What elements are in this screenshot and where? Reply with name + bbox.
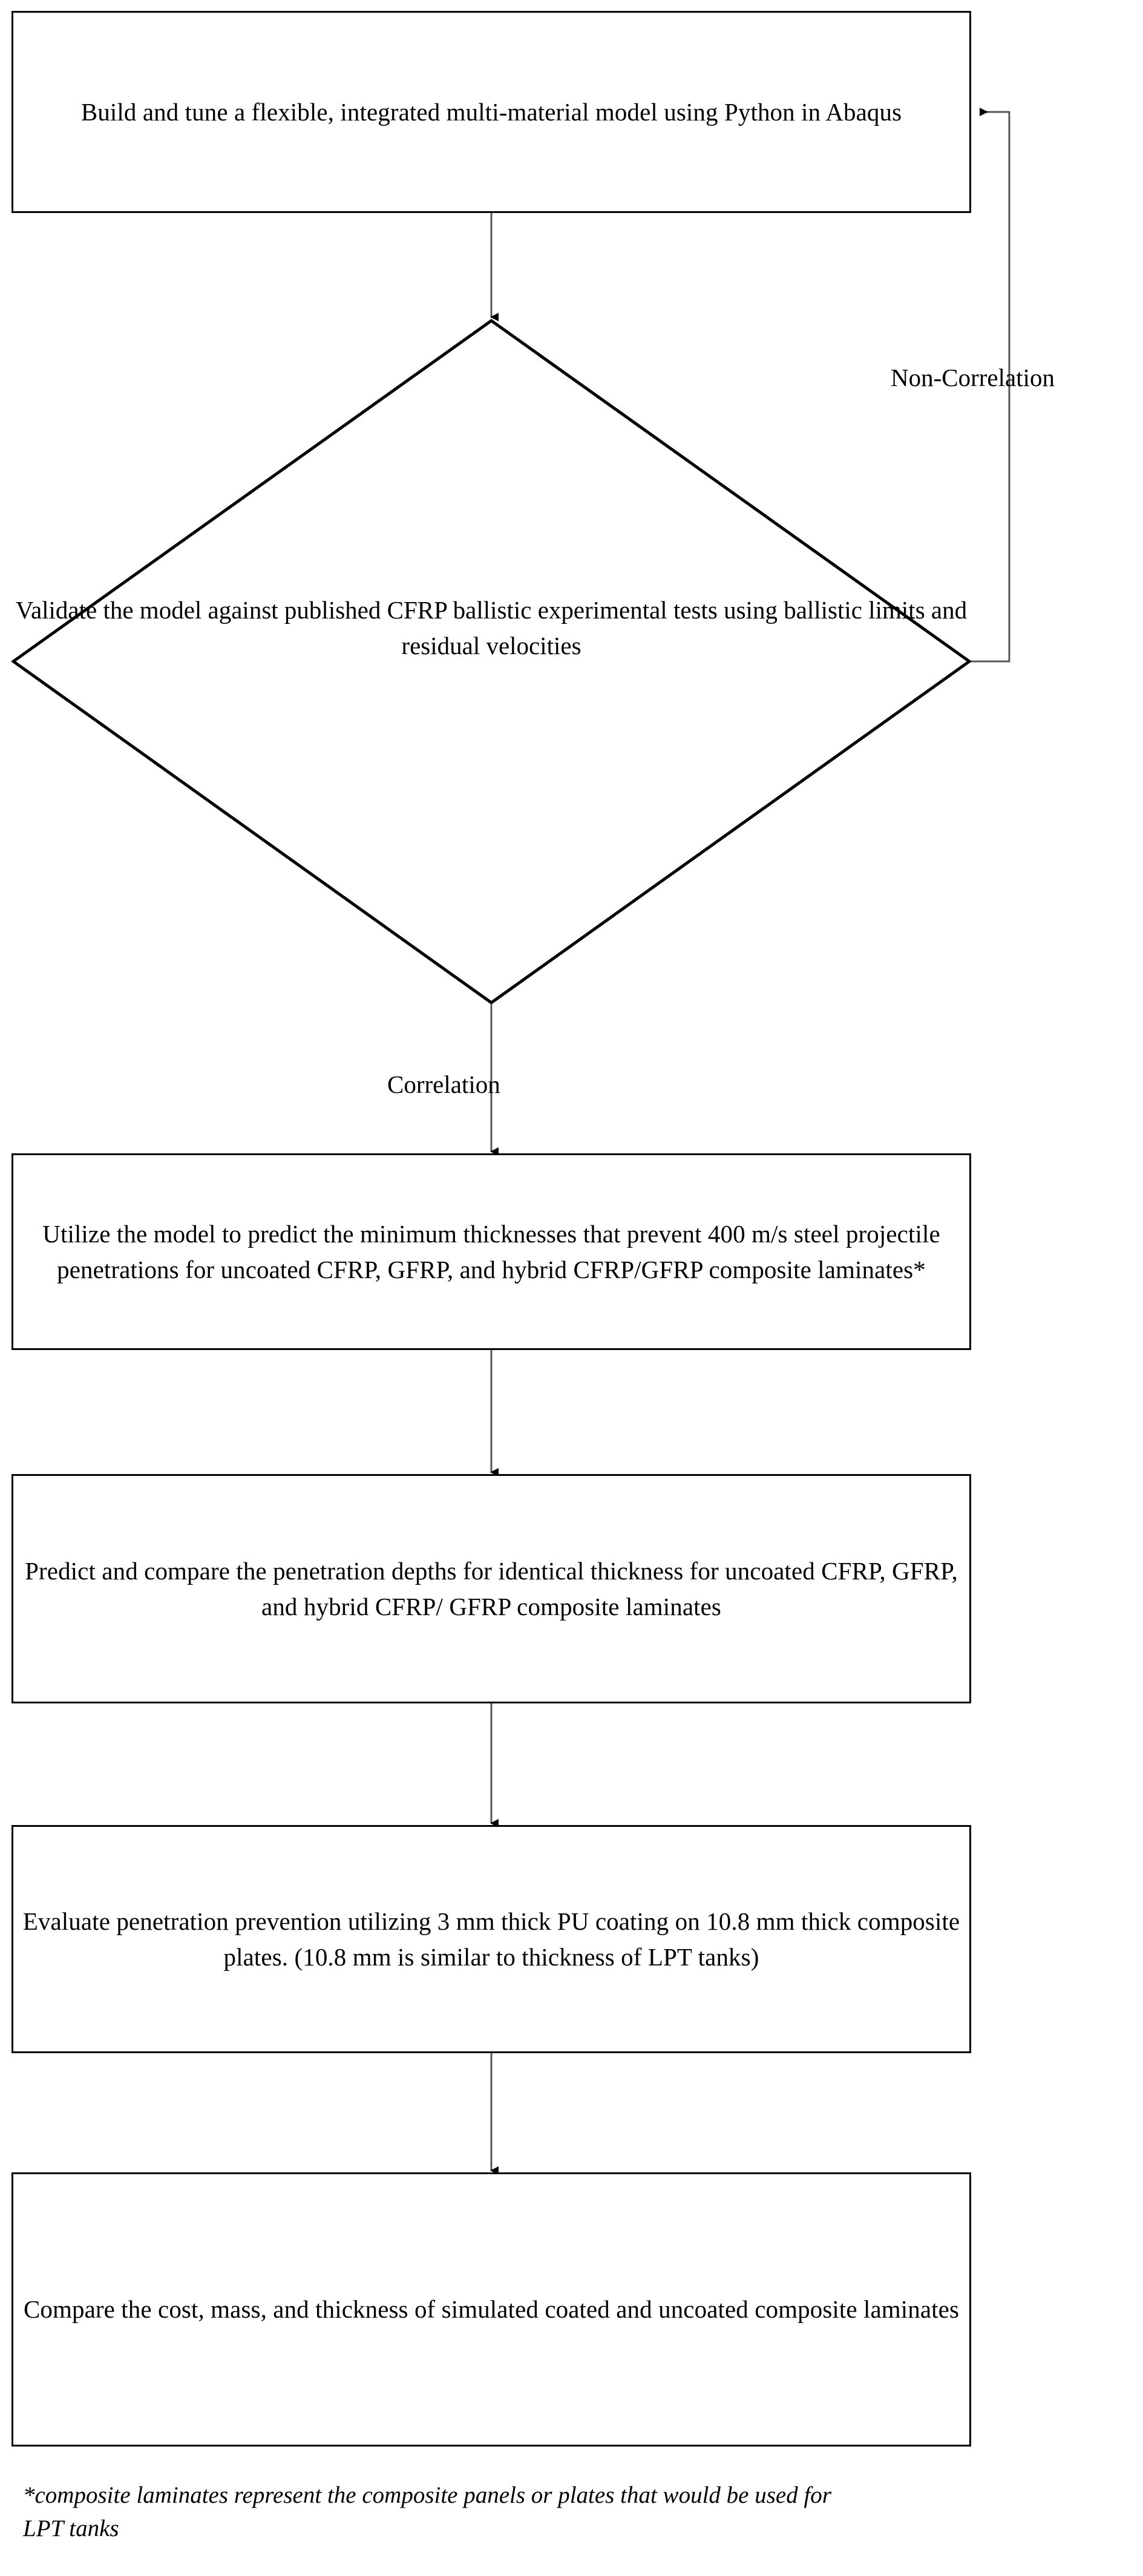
- edge-label-non-correlation: Non-Correlation: [891, 364, 1055, 392]
- process-box-predict-minimum-thickness-label: Utilize the model to predict the minimum…: [42, 1220, 940, 1283]
- process-box-predict-minimum-thickness[interactable]: Utilize the model to predict the minimum…: [11, 1153, 971, 1350]
- edge-label-correlation: Correlation: [387, 1070, 500, 1098]
- process-box-compare-penetration-depths-label: Predict and compare the penetration dept…: [25, 1557, 958, 1621]
- process-box-compare-cost-mass-thickness-label: Compare the cost, mass, and thickness of…: [23, 2295, 960, 2324]
- decision-diamond-label: Validate the model against published CFR…: [15, 596, 968, 660]
- process-box-build-model-label: Build and tune a flexible, integrated mu…: [80, 97, 902, 126]
- decision-diamond-shape: [11, 319, 971, 1005]
- decision-diamond-validate-model[interactable]: Validate the model against published CFR…: [11, 319, 971, 1005]
- process-box-evaluate-pu-coating-label: Evaluate penetration prevention utilizin…: [22, 1907, 960, 1971]
- process-box-compare-cost-mass-thickness[interactable]: Compare the cost, mass, and thickness of…: [11, 2172, 971, 2447]
- process-box-build-model[interactable]: Build and tune a flexible, integrated mu…: [11, 11, 971, 213]
- process-box-evaluate-pu-coating[interactable]: Evaluate penetration prevention utilizin…: [11, 1825, 971, 2053]
- footnote-text: *composite laminates represent the compo…: [23, 2482, 831, 2542]
- process-box-compare-penetration-depths[interactable]: Predict and compare the penetration dept…: [11, 1474, 971, 1703]
